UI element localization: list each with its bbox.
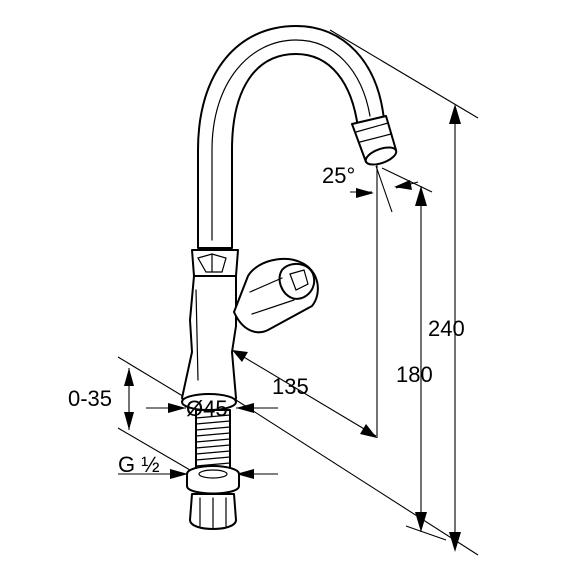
- faucet: [181, 25, 398, 530]
- aerator: [351, 115, 398, 166]
- connection-nut: [189, 493, 237, 530]
- adjust-range-label: 0-35: [68, 386, 112, 411]
- valve-body: [181, 275, 237, 408]
- reach-label: 135: [272, 374, 309, 399]
- dimension-arrowheads: [124, 104, 461, 552]
- angle-label: 25°: [322, 163, 355, 188]
- locknut: [186, 465, 240, 495]
- swivel-nut: [191, 249, 239, 277]
- thread-label: G ½: [118, 452, 160, 477]
- height-outlet-label: 180: [396, 362, 433, 387]
- height-total-label: 240: [428, 316, 465, 341]
- spout: [197, 25, 385, 249]
- body-diameter-label: Ø45: [186, 396, 228, 421]
- lever-handle: [233, 257, 319, 334]
